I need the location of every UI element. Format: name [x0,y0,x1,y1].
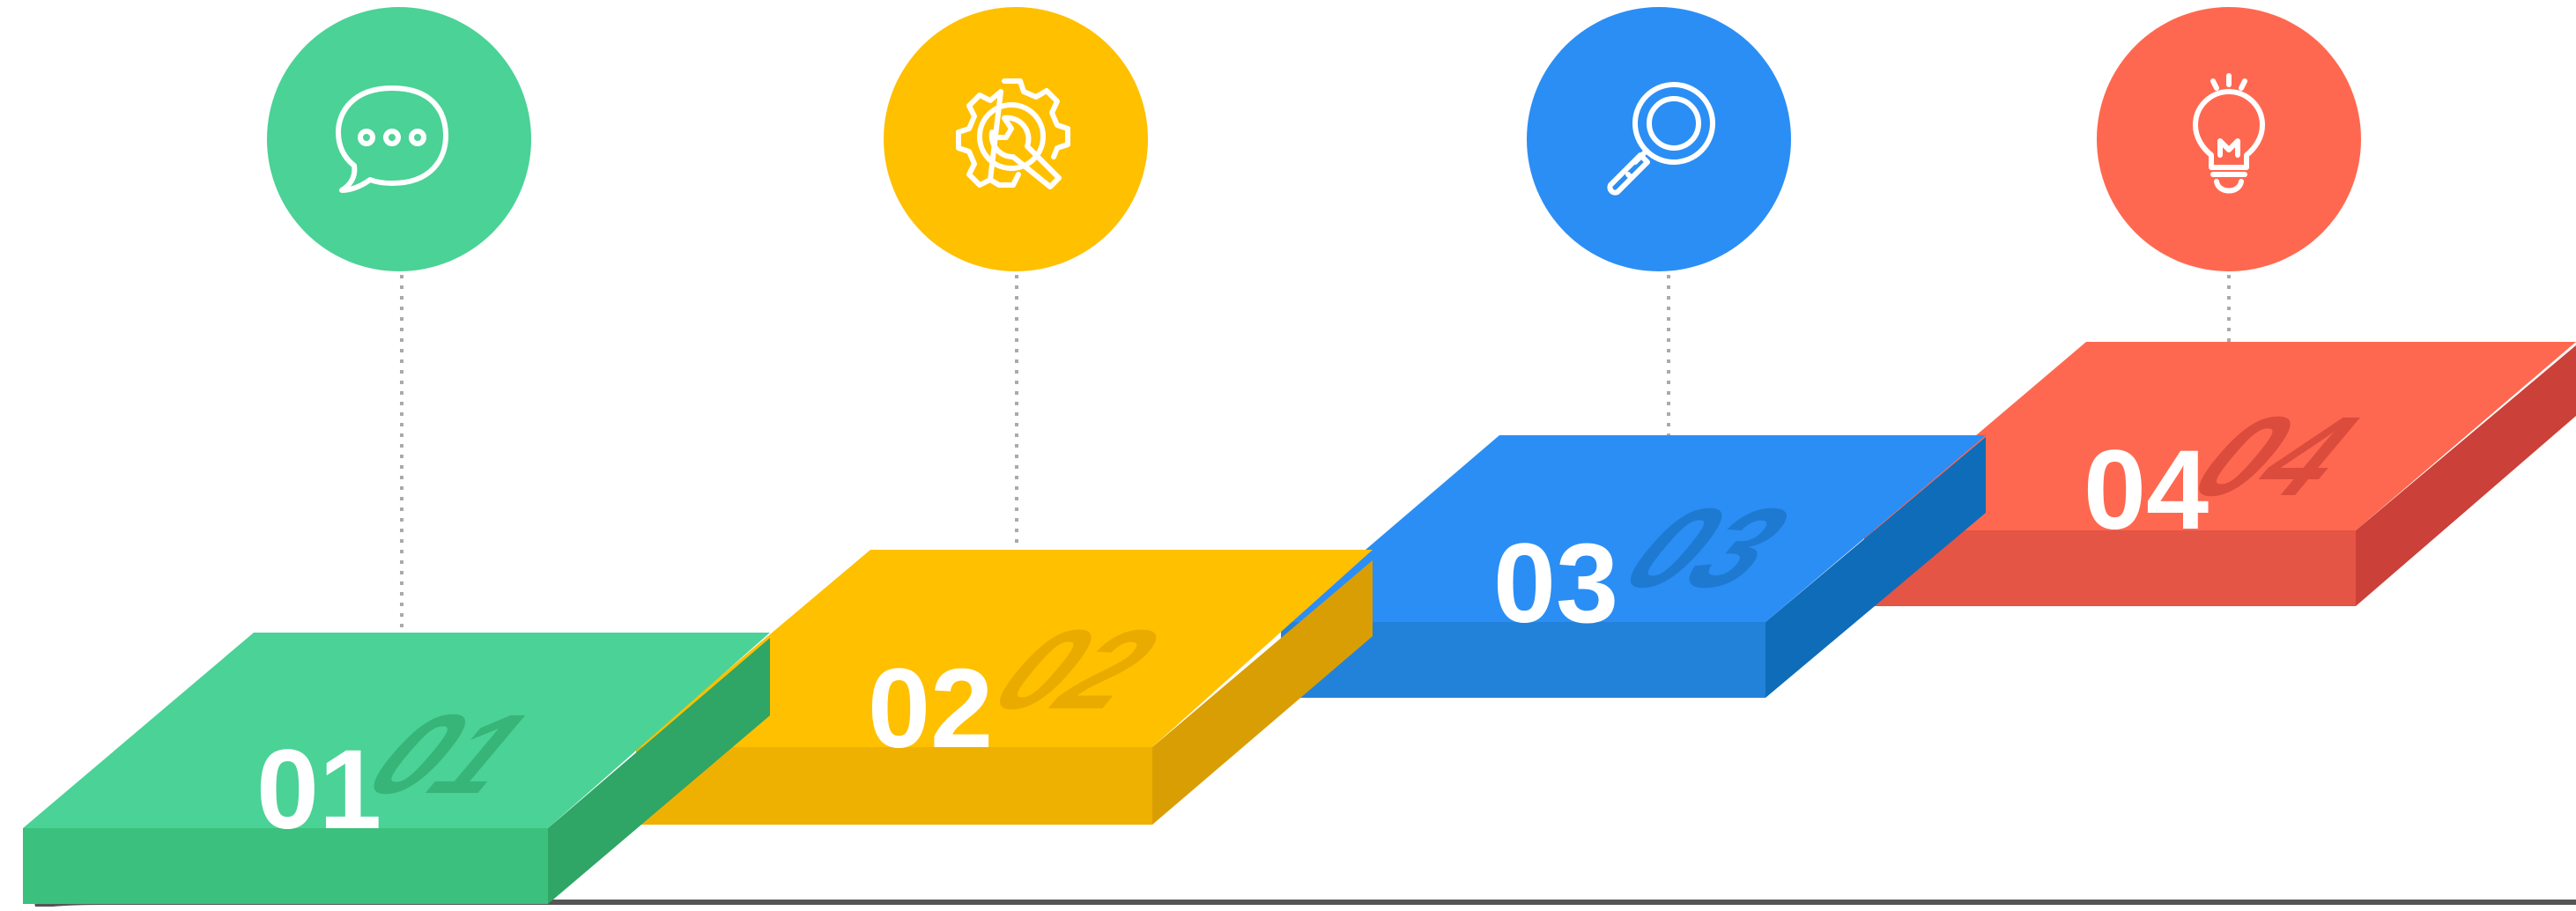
gear-wrench-icon [956,78,1070,189]
magnifier-circle [1527,7,1791,271]
platform-2-side [1152,560,1373,825]
magnifier-badge [1527,7,1791,271]
step-number-4: 04 [2084,427,2209,553]
platform-4-front [1864,530,2356,606]
step-2: 02 02 [636,275,1373,825]
step-number-1: 01 [256,727,381,853]
platform-3-side [1765,437,1986,698]
lightbulb-icon [2193,73,2265,194]
platform-4-top [1864,342,2576,530]
step-3: 03 03 [1281,275,1986,698]
platform-1-top [23,633,770,828]
platform-2-top [636,550,1373,747]
magnifier-icon [1607,82,1715,196]
platform-3-top [1281,435,1986,622]
lightbulb-badge [2097,7,2361,271]
lightbulb-circle [2097,7,2361,271]
platform-3-front [1281,622,1765,698]
step-number-2: 02 [868,646,993,772]
step-number-3: 03 [1493,521,1618,647]
step-1: 01 01 [23,275,770,904]
chat-bubble-badge [267,7,531,271]
gear-wrench-circle [884,7,1148,271]
step-4: 04 04 [1864,275,2576,606]
platform-1-front [23,828,548,904]
gear-wrench-badge [884,7,1148,271]
platform-2-front [636,747,1152,825]
platform-4-side [2356,345,2576,606]
chat-bubble-icon [336,85,448,193]
platform-1-side [548,638,770,904]
